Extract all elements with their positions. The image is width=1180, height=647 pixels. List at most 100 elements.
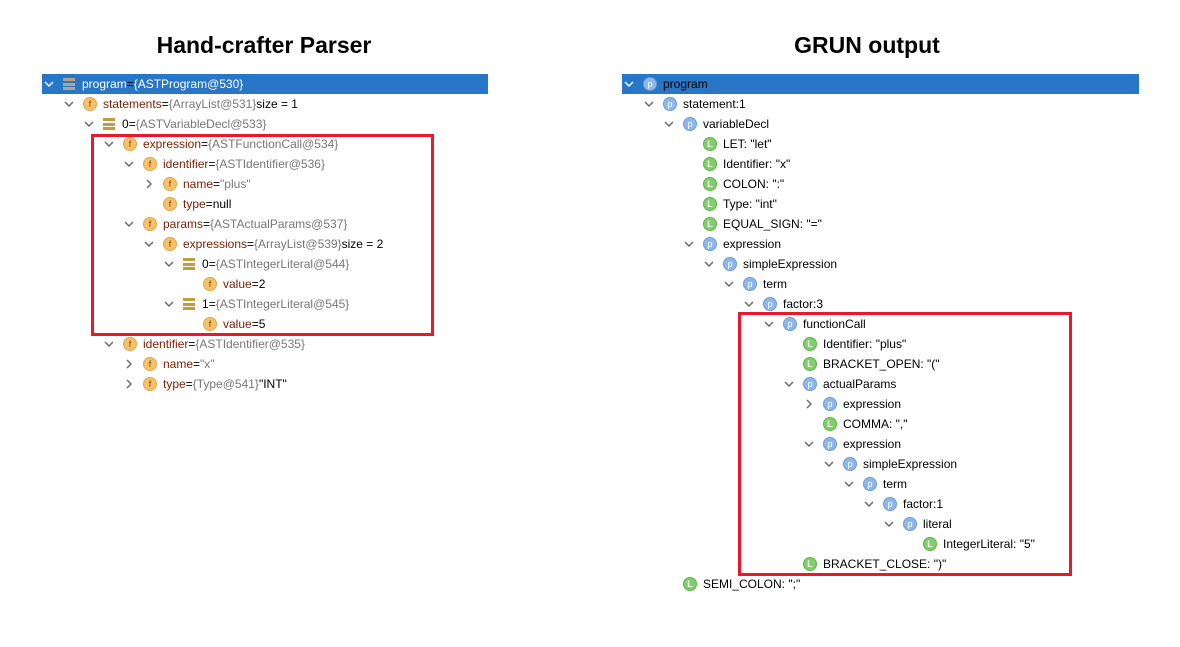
parser-rule-icon: p xyxy=(863,477,877,491)
field-icon: f xyxy=(143,377,157,391)
tree-row[interactable]: 0 = {ASTVariableDecl@533} xyxy=(42,114,488,134)
parser-rule-icon: p xyxy=(763,297,777,311)
chevron-down-icon[interactable] xyxy=(162,257,176,271)
chevron-down-icon[interactable] xyxy=(102,137,116,151)
equals-sign: = xyxy=(128,117,136,131)
field-icon: f xyxy=(163,177,177,191)
lexer-token-icon: L xyxy=(703,157,717,171)
parser-rule-icon: p xyxy=(803,377,817,391)
chevron-down-icon[interactable] xyxy=(102,337,116,351)
chevron-down-icon[interactable] xyxy=(702,257,716,271)
chevron-down-icon[interactable] xyxy=(42,77,56,91)
variable-type: {ASTIdentifier@536} xyxy=(215,157,325,171)
chevron-right-icon[interactable] xyxy=(122,357,136,371)
chevron-down-icon[interactable] xyxy=(122,217,136,231)
field-icon: f xyxy=(163,237,177,251)
chevron-down-icon[interactable] xyxy=(642,97,656,111)
field-icon: f xyxy=(123,137,137,151)
field-icon: f xyxy=(143,157,157,171)
chevron-right-icon[interactable] xyxy=(802,397,816,411)
node-label: factor:1 xyxy=(903,497,944,511)
chevron-down-icon[interactable] xyxy=(742,297,756,311)
variable-name: program xyxy=(82,77,127,91)
variable-name: expressions xyxy=(183,237,248,251)
lexer-token-icon: L xyxy=(823,417,837,431)
chevron-down-icon[interactable] xyxy=(122,157,136,171)
chevron-down-icon[interactable] xyxy=(842,477,856,491)
chevron-down-icon[interactable] xyxy=(662,117,676,131)
parser-rule-icon: p xyxy=(903,517,917,531)
node-label: simpleExpression xyxy=(743,257,838,271)
tree-spacer xyxy=(682,137,696,151)
chevron-down-icon[interactable] xyxy=(682,237,696,251)
field-icon: f xyxy=(143,217,157,231)
chevron-down-icon[interactable] xyxy=(882,517,896,531)
chevron-down-icon[interactable] xyxy=(622,77,636,91)
chevron-down-icon[interactable] xyxy=(782,377,796,391)
equals-sign: = xyxy=(208,157,216,171)
tree-row[interactable]: 0 = {ASTIntegerLiteral@544} xyxy=(42,254,488,274)
chevron-down-icon[interactable] xyxy=(722,277,736,291)
chevron-right-icon[interactable] xyxy=(142,177,156,191)
variable-value: 2 xyxy=(258,277,266,291)
chevron-down-icon[interactable] xyxy=(162,297,176,311)
chevron-down-icon[interactable] xyxy=(762,317,776,331)
variable-type: "x" xyxy=(200,357,215,371)
chevron-down-icon[interactable] xyxy=(822,457,836,471)
chevron-down-icon[interactable] xyxy=(862,497,876,511)
tree-spacer xyxy=(682,157,696,171)
equals-sign: = xyxy=(161,97,169,111)
chevron-down-icon[interactable] xyxy=(62,97,76,111)
chevron-down-icon[interactable] xyxy=(802,437,816,451)
tree-row[interactable]: program = {ASTProgram@530} xyxy=(42,74,488,94)
node-label: COLON: ":" xyxy=(723,177,785,191)
parser-rule-icon: p xyxy=(683,117,697,131)
equals-sign: = xyxy=(203,217,211,231)
chevron-down-icon[interactable] xyxy=(142,237,156,251)
field-icon: f xyxy=(83,97,97,111)
lexer-token-icon: L xyxy=(703,217,717,231)
chevron-down-icon[interactable] xyxy=(82,117,96,131)
chevron-right-icon[interactable] xyxy=(122,377,136,391)
tree-row[interactable]: 1 = {ASTIntegerLiteral@545} xyxy=(42,294,488,314)
lexer-token-icon: L xyxy=(923,537,937,551)
